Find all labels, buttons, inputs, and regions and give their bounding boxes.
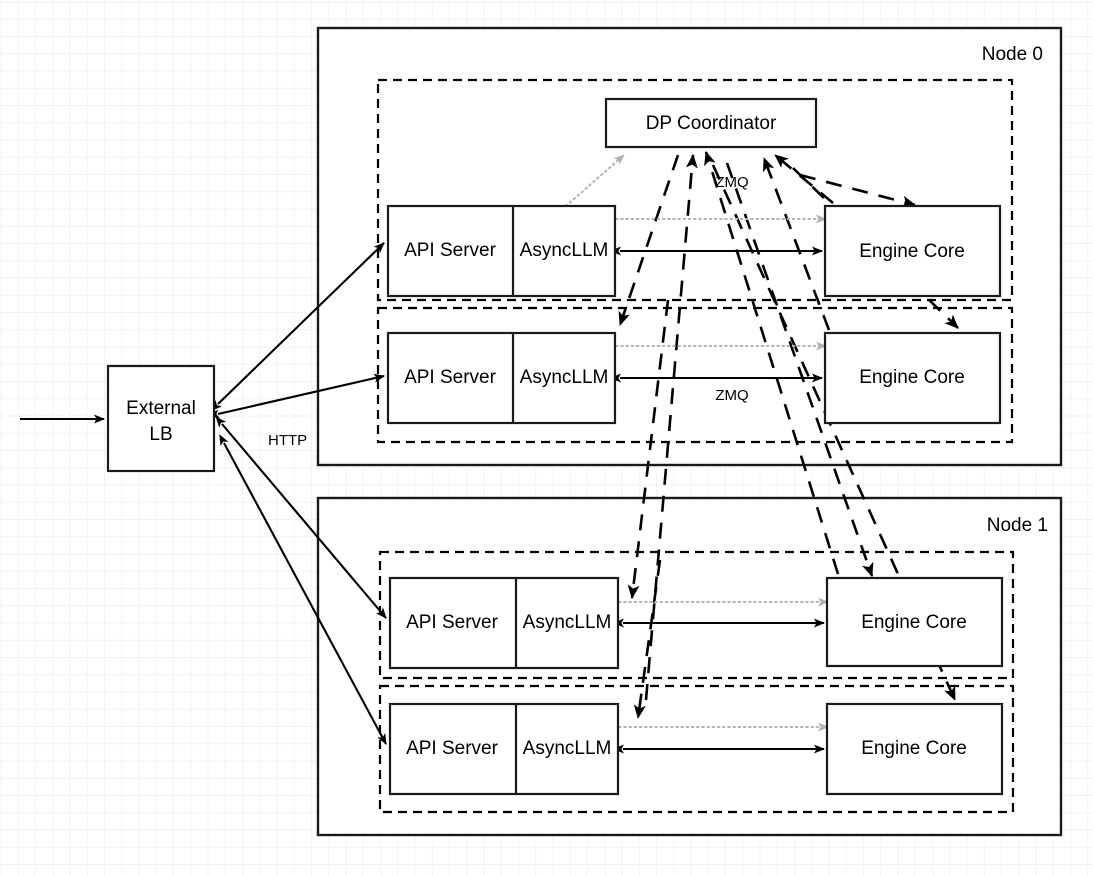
zmq-label-mid: ZMQ	[715, 387, 748, 404]
zmq-link-n0g1-coordinator	[762, 157, 831, 331]
external-lb-node[interactable]: External LB	[106, 364, 216, 473]
n1-g0-engine-core-box[interactable]	[825, 576, 1004, 668]
n0-g1-engine-core-box[interactable]	[823, 331, 1002, 425]
dotted-link-n0g0-async-coordinator	[565, 154, 625, 207]
http-link-lb-n0g1	[208, 373, 385, 419]
n1-g1-api-server-label: API Server	[406, 738, 499, 759]
n1-g1-engine-core-label: Engine Core	[861, 738, 967, 759]
n0-g0-api-server-unit[interactable]: API Server AsyncLLM	[386, 204, 617, 298]
n1-g0-async-llm-label: AsyncLLM	[523, 612, 612, 633]
n1-g0-api-server-unit[interactable]: API Server AsyncLLM	[388, 576, 620, 670]
node-0-label: Node 0	[982, 44, 1043, 65]
n0-g1-async-llm-label: AsyncLLM	[520, 367, 609, 388]
zmq-link-coordinator-n1g0	[725, 162, 874, 577]
http-label: HTTP	[268, 432, 307, 449]
external-lb-label-line1: External	[126, 398, 196, 419]
n1-g0-engine-core-unit[interactable]: Engine Core	[825, 576, 1004, 668]
n0-g0-api-server-label: API Server	[404, 240, 497, 261]
n1-g0-engine-core-label: Engine Core	[861, 612, 967, 633]
http-link-lb-n1g1	[219, 434, 387, 745]
node-1-label: Node 1	[987, 515, 1048, 536]
n1-g1-async-llm-label: AsyncLLM	[523, 738, 612, 759]
n0-g0-async-llm-label: AsyncLLM	[520, 240, 609, 261]
node-1-group-1-boundary	[378, 684, 1015, 814]
zmq-link-coordinator-n0g1-async	[618, 154, 680, 326]
dp-coordinator-node[interactable]: DP Coordinator	[604, 97, 818, 149]
n1-g1-api-server-unit[interactable]: API Server AsyncLLM	[388, 702, 620, 796]
n0-g0-engine-core-unit[interactable]: Engine Core	[823, 204, 1002, 298]
external-lb-box[interactable]	[106, 364, 216, 473]
n1-g0-api-server-label: API Server	[406, 612, 499, 633]
n1-g1-engine-core-box[interactable]	[825, 702, 1004, 796]
zmq-link-n1g1-coordinator	[644, 154, 698, 701]
n1-g1-engine-core-unit[interactable]: Engine Core	[825, 702, 1004, 796]
dp-coordinator-box[interactable]	[604, 97, 818, 149]
zmq-link-crossing-n1g0-async	[627, 299, 670, 599]
n0-g1-engine-core-unit[interactable]: Engine Core	[823, 331, 1002, 425]
n0-g0-engine-core-label: Engine Core	[859, 241, 965, 262]
zmq-link-n1g0-coordinator	[704, 151, 840, 575]
n0-g1-engine-core-label: Engine Core	[859, 367, 965, 388]
n1-g1-unit-box[interactable]	[388, 702, 620, 796]
external-lb-label-line2: LB	[149, 424, 172, 445]
n1-g0-unit-box[interactable]	[388, 576, 620, 670]
dp-coordinator-label: DP Coordinator	[646, 113, 777, 134]
node-0-group-0-boundary	[376, 78, 1014, 302]
n0-g0-unit-box[interactable]	[386, 204, 617, 298]
n0-g1-api-server-label: API Server	[404, 367, 497, 388]
n0-g1-api-server-unit[interactable]: API Server AsyncLLM	[386, 331, 617, 425]
node-0-group-1-boundary	[376, 306, 1014, 444]
zmq-link-coordinator-n0g0	[799, 173, 916, 208]
zmq-label-top: ZMQ	[715, 174, 748, 191]
n0-g1-unit-box[interactable]	[386, 331, 617, 425]
n0-g0-engine-core-box[interactable]	[823, 204, 1002, 298]
